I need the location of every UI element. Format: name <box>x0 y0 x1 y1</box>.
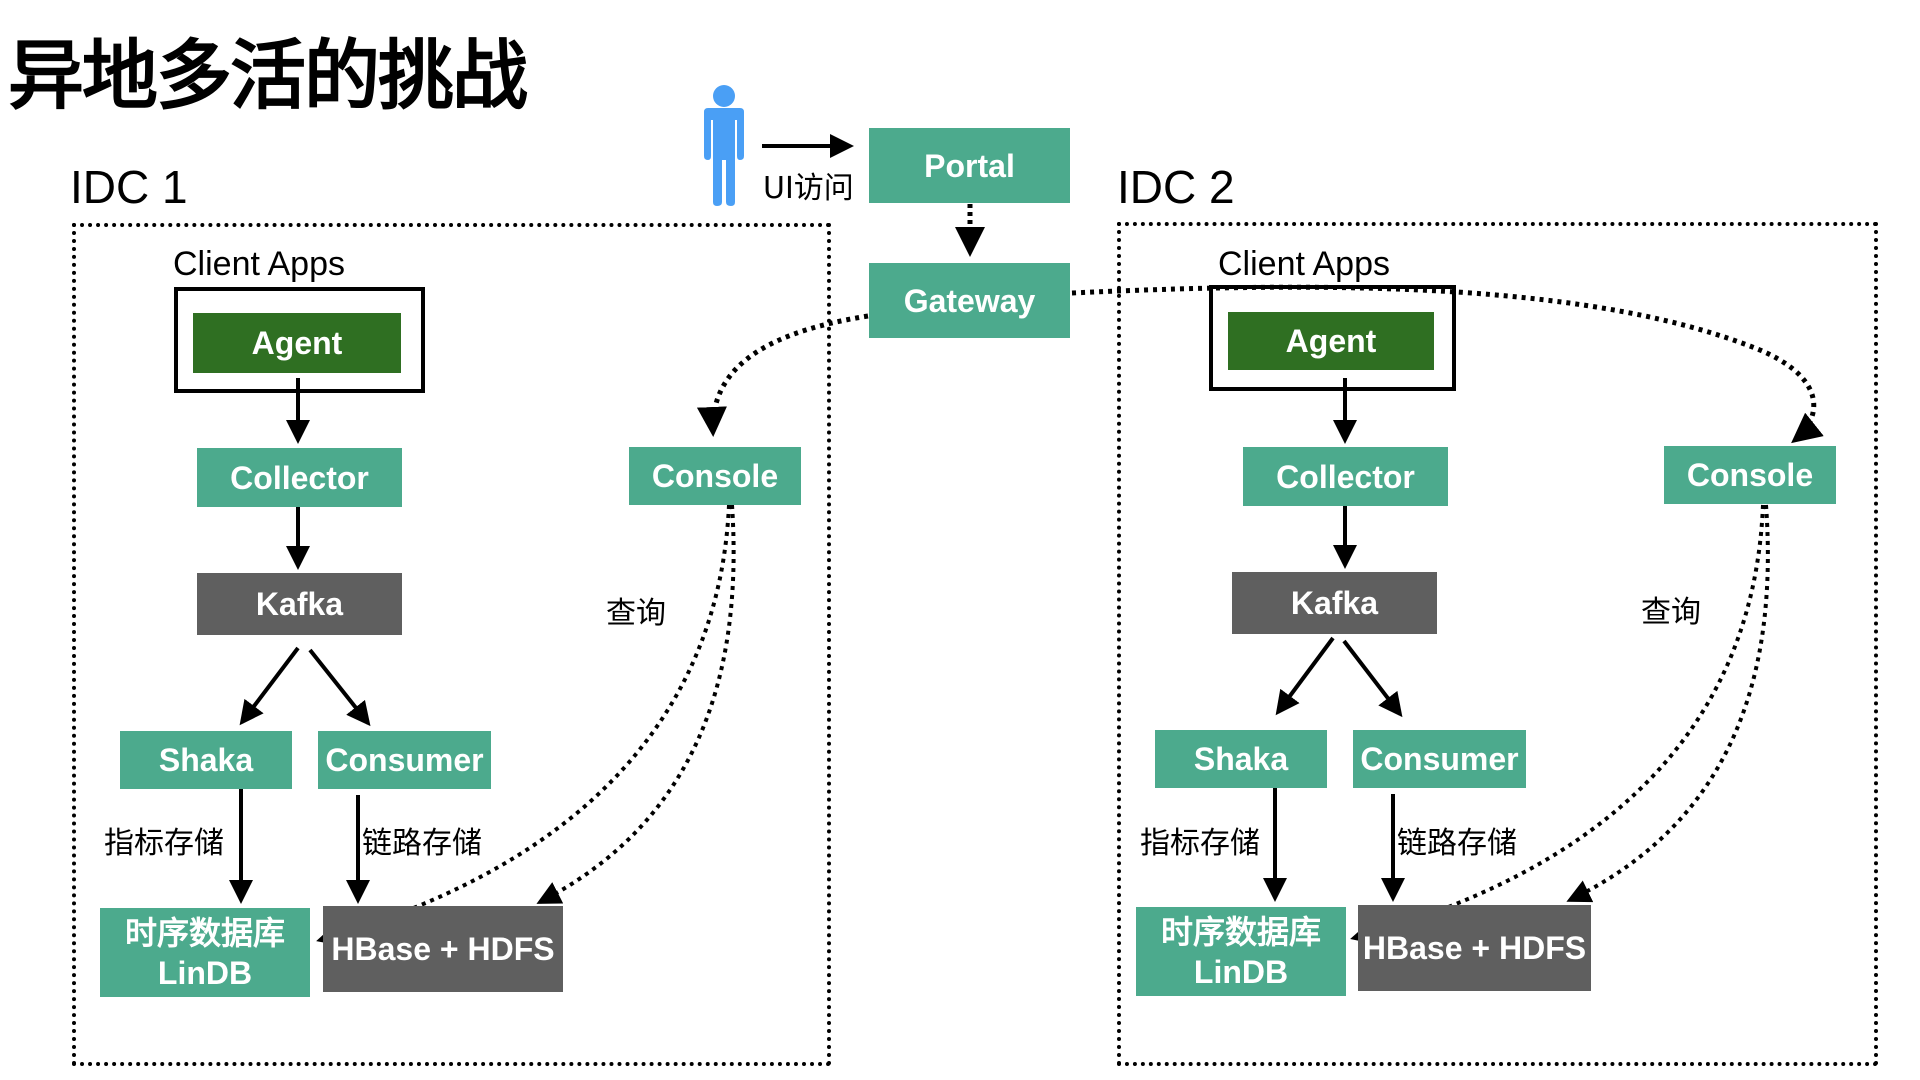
hbase-node-2[interactable]: HBase + HDFS <box>1358 905 1591 991</box>
consumer-node-2[interactable]: Consumer <box>1353 730 1526 788</box>
console-node-1[interactable]: Console <box>629 447 801 505</box>
agent-node-2[interactable]: Agent <box>1228 312 1434 370</box>
idc2-label: IDC 2 <box>1117 161 1235 213</box>
trace-storage-label-1: 链路存储 <box>362 826 482 861</box>
arrow-console-hbase-1 <box>536 504 736 904</box>
arrow-console-lindb-1 <box>316 504 731 947</box>
arrow-kafka-consumer-2 <box>1342 639 1403 718</box>
portal-node[interactable]: Portal <box>869 128 1070 203</box>
lindb-name-1: LinDB <box>157 954 253 991</box>
arrow-gateway-console1 <box>696 313 869 437</box>
collector-node-2[interactable]: Collector <box>1243 447 1448 506</box>
hbase-node-1[interactable]: HBase + HDFS <box>323 906 563 992</box>
kafka-node-1[interactable]: Kafka <box>197 573 402 635</box>
idc1-boundary <box>72 223 831 1066</box>
person-icon <box>704 85 744 206</box>
shaka-node-1[interactable]: Shaka <box>120 731 292 789</box>
query-label-1: 查询 <box>606 596 666 631</box>
arrow-console-hbase-2 <box>1566 504 1770 903</box>
collector-node-1[interactable]: Collector <box>197 448 402 507</box>
kafka-node-2[interactable]: Kafka <box>1232 572 1437 634</box>
metric-storage-label-1: 指标存储 <box>104 826 224 861</box>
idc2-boundary <box>1117 222 1878 1066</box>
lindb-title-2: 时序数据库 <box>1160 913 1321 950</box>
client-apps-label-2: Client Apps <box>1218 245 1390 283</box>
idc1-label: IDC 1 <box>70 161 188 213</box>
arrow-kafka-shaka-1 <box>239 646 300 726</box>
gateway-node[interactable]: Gateway <box>869 263 1070 338</box>
metric-storage-label-2: 指标存储 <box>1140 826 1260 861</box>
arrow-kafka-consumer-1 <box>308 648 371 727</box>
page-title: 异地多活的挑战 <box>8 31 528 120</box>
client-apps-frame-1 <box>174 287 425 393</box>
console-node-2[interactable]: Console <box>1664 446 1836 504</box>
consumer-node-1[interactable]: Consumer <box>318 731 491 789</box>
shaka-node-2[interactable]: Shaka <box>1155 730 1327 788</box>
arrow-kafka-shaka-2 <box>1275 636 1335 716</box>
lindb-node-1[interactable]: 时序数据库 LinDB <box>100 908 310 997</box>
lindb-title-1: 时序数据库 <box>124 914 285 951</box>
ui-access-label: UI访问 <box>763 171 854 206</box>
lindb-name-2: LinDB <box>1193 953 1289 990</box>
client-apps-frame-2 <box>1209 285 1456 391</box>
agent-node-1[interactable]: Agent <box>193 313 401 373</box>
query-label-2: 查询 <box>1641 595 1701 630</box>
client-apps-label-1: Client Apps <box>173 245 345 283</box>
trace-storage-label-2: 链路存储 <box>1397 826 1517 861</box>
arrow-console-lindb-2 <box>1350 504 1765 945</box>
lindb-node-2[interactable]: 时序数据库 LinDB <box>1136 907 1346 996</box>
